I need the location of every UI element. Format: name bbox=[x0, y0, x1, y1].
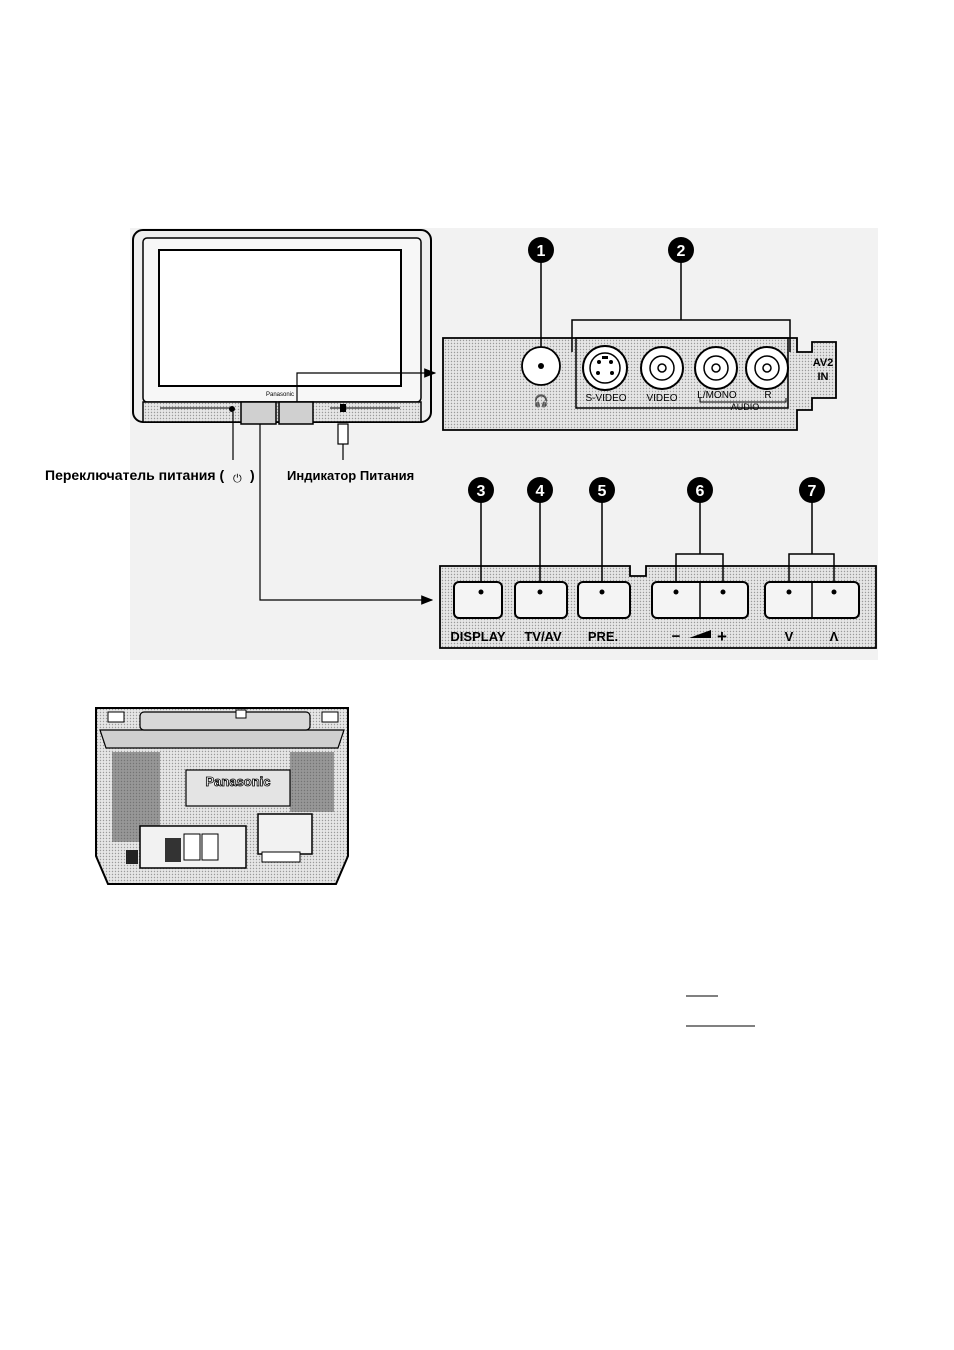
ch-up-label: Λ bbox=[830, 629, 839, 644]
svg-text:2: 2 bbox=[677, 243, 686, 260]
tv-back-scart-panel bbox=[258, 814, 312, 854]
svg-text:6: 6 bbox=[696, 483, 705, 500]
callout-2: 2 bbox=[668, 237, 694, 263]
pre-button bbox=[578, 582, 630, 618]
svideo-label: S-VIDEO bbox=[585, 393, 626, 404]
tv-front-power-led bbox=[340, 404, 346, 412]
leader-power-indicator bbox=[338, 424, 348, 444]
tv-front: Panasonic bbox=[133, 230, 431, 424]
vol-minus-label: − bbox=[672, 628, 681, 645]
display-button bbox=[454, 582, 502, 618]
power-symbol-icon: ⏻ bbox=[233, 473, 242, 485]
tv-front-door-right bbox=[279, 402, 313, 424]
power-switch-label: Переключатель питания ( bbox=[45, 467, 224, 483]
tv-screen bbox=[159, 250, 401, 386]
display-label: DISPLAY bbox=[450, 629, 505, 644]
pre-label: PRE. bbox=[588, 629, 618, 644]
tvav-label: TV/AV bbox=[524, 629, 562, 644]
callout-6: 6 bbox=[687, 477, 713, 503]
lmono-label: L/MONO bbox=[697, 390, 737, 401]
in-label: IN bbox=[818, 371, 829, 383]
callout-4: 4 bbox=[527, 477, 553, 503]
svg-text:4: 4 bbox=[536, 483, 545, 500]
tv-front-brand: Panasonic bbox=[266, 392, 294, 398]
power-switch-label-close: ) bbox=[250, 467, 255, 483]
tv-front-door-left bbox=[241, 402, 276, 424]
tv-front-power-switch bbox=[229, 406, 235, 412]
svg-text:7: 7 bbox=[808, 483, 817, 500]
svg-text:1: 1 bbox=[537, 243, 546, 260]
av2-label: AV2 bbox=[813, 357, 834, 369]
power-indicator-label: Индикатор Питания bbox=[287, 468, 414, 483]
callout-3: 3 bbox=[468, 477, 494, 503]
vol-plus-label: + bbox=[717, 627, 727, 646]
svg-text:3: 3 bbox=[477, 483, 486, 500]
audio-label: AUDIO bbox=[731, 402, 760, 412]
callout-7: 7 bbox=[799, 477, 825, 503]
tvav-button bbox=[515, 582, 567, 618]
headphone-icon: 🎧 bbox=[534, 394, 549, 408]
callout-1: 1 bbox=[528, 237, 554, 263]
tv-back: Panasonic bbox=[96, 708, 348, 884]
ch-down-label: V bbox=[785, 629, 794, 644]
video-label: VIDEO bbox=[646, 393, 677, 404]
svg-text:5: 5 bbox=[598, 483, 607, 500]
r-label: R bbox=[764, 390, 771, 401]
callout-5: 5 bbox=[589, 477, 615, 503]
tv-back-brand: Panasonic bbox=[205, 774, 270, 789]
